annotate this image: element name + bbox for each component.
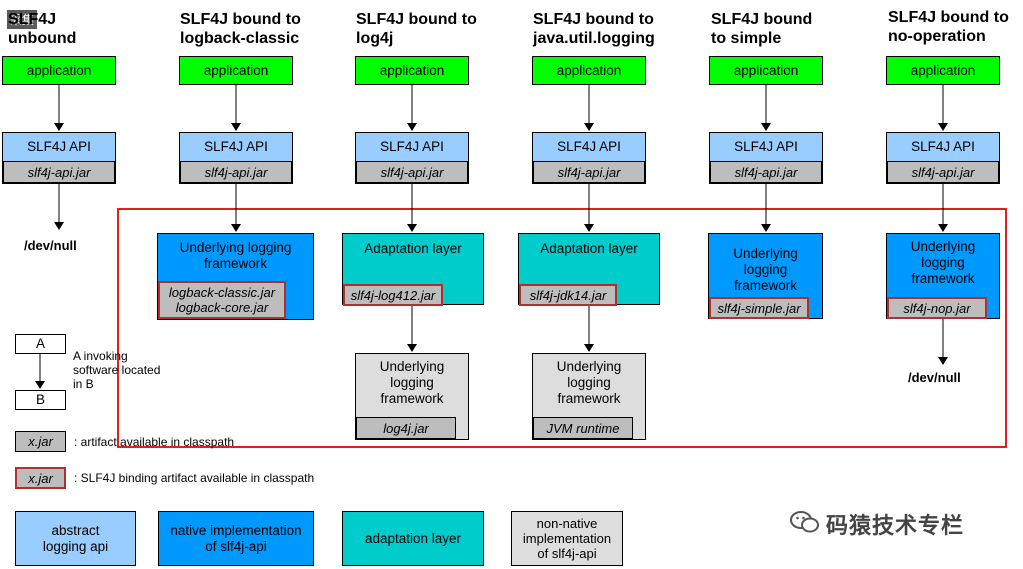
column-title-log4j: SLF4J bound to log4j (356, 11, 477, 47)
key-abstract-api: abstract logging api (15, 511, 136, 566)
nonnative-label: Underlying logging framework (556, 359, 622, 406)
legend-jar-sample: x.jar (15, 431, 66, 452)
legend-invoke-text: A invoking software located in B (73, 349, 161, 391)
jar: JVM runtime (533, 417, 633, 439)
nonnative-impl-box: Underlying logging framework log4j.jar (355, 353, 469, 440)
native-impl-label: Underlying logging framework (733, 246, 798, 293)
key-nonnative-impl: non-native implementation of slf4j-api (511, 511, 623, 566)
legend-jar-text: : artifact available in classpath (74, 435, 235, 449)
slf4j-api-label: SLF4J API (557, 139, 621, 154)
application-box: application (532, 56, 646, 85)
application-box: application (179, 56, 293, 85)
application-box: application (709, 56, 823, 85)
application-box: application (2, 56, 116, 85)
slf4j-api-label: SLF4J API (911, 139, 975, 154)
binding-jar: slf4j-jdk14.jar (519, 284, 617, 306)
application-box: application (355, 56, 469, 85)
api-jar: slf4j-api.jar (710, 161, 822, 183)
binding-jar: slf4j-nop.jar (887, 297, 987, 319)
legend-binding-sample: x.jar (15, 467, 66, 489)
application-box: application (886, 56, 1000, 85)
binding-jar: slf4j-simple.jar (709, 297, 809, 319)
dev-null-label: /dev/null (908, 370, 961, 385)
dev-null-label: /dev/null (24, 238, 77, 253)
slf4j-api-label: SLF4J API (27, 139, 91, 154)
slf4j-api-label: SLF4J API (734, 139, 798, 154)
column-title-unbound: SLF4J unbound (8, 11, 77, 47)
slf4j-api-box: SLF4J API slf4j-api.jar (886, 132, 1000, 184)
binding-jar: slf4j-log412.jar (343, 284, 443, 306)
native-impl-label: Underlying logging framework (910, 239, 976, 286)
jar-line: logback-core.jar (175, 300, 269, 315)
adaptation-label: Adaptation layer (540, 241, 638, 256)
column-title-nop: SLF4J bound to no-operation (888, 9, 1009, 45)
highlight-frame (117, 208, 1007, 448)
key-native-impl: native implementation of slf4j-api (158, 511, 314, 566)
legend-box-b: B (15, 390, 66, 410)
api-jar: slf4j-api.jar (533, 161, 645, 183)
brand-label: 码猿技术专栏 (826, 513, 965, 538)
api-jar: slf4j-api.jar (356, 161, 468, 183)
legend-box-a: A (15, 334, 66, 354)
slf4j-api-box: SLF4J API slf4j-api.jar (709, 132, 823, 184)
adaptation-layer-box: Adaptation layer slf4j-jdk14.jar (518, 233, 660, 306)
watermark-badge: 采集 (7, 10, 38, 29)
native-impl-box: Underlying logging framework slf4j-simpl… (708, 233, 823, 319)
native-impl-box: Underlying logging framework slf4j-nop.j… (886, 233, 1000, 319)
slf4j-api-label: SLF4J API (380, 139, 444, 154)
adaptation-label: Adaptation layer (364, 241, 462, 256)
column-title-simple: SLF4J bound to simple (711, 11, 813, 47)
api-jar: slf4j-api.jar (3, 161, 115, 183)
legend-binding-text: : SLF4J binding artifact available in cl… (74, 471, 315, 485)
nonnative-label: Underlying logging framework (379, 359, 445, 406)
key-adaptation-layer: adaptation layer (342, 511, 484, 566)
slf4j-api-box: SLF4J API slf4j-api.jar (179, 132, 293, 184)
adaptation-layer-box: Adaptation layer slf4j-log412.jar (342, 233, 484, 306)
api-jar: slf4j-api.jar (180, 161, 292, 183)
slf4j-api-box: SLF4J API slf4j-api.jar (355, 132, 469, 184)
wechat-icon (790, 510, 820, 534)
native-impl-label: Underlying logging framework (179, 240, 292, 271)
api-jar: slf4j-api.jar (887, 161, 999, 183)
column-title-logback: SLF4J bound to logback-classic (180, 11, 301, 47)
native-impl-box: Underlying logging framework logback-cla… (157, 233, 314, 320)
jar: log4j.jar (356, 417, 456, 439)
binding-jar: logback-classic.jar logback-core.jar (158, 281, 286, 319)
column-title-jul: SLF4J bound to java.util.logging (533, 11, 655, 47)
nonnative-impl-box: Underlying logging framework JVM runtime (532, 353, 646, 440)
slf4j-api-label: SLF4J API (204, 139, 268, 154)
jar-line: logback-classic.jar (168, 285, 276, 300)
slf4j-api-box: SLF4J API slf4j-api.jar (2, 132, 116, 184)
slf4j-api-box: SLF4J API slf4j-api.jar (532, 132, 646, 184)
